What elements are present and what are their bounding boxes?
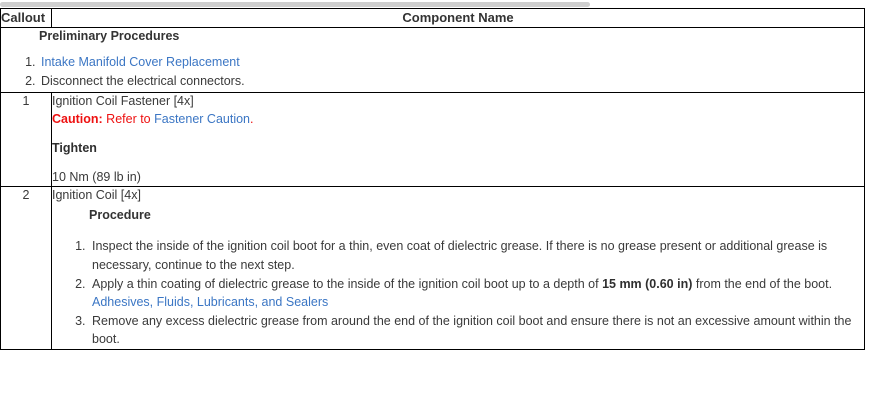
link-adhesives-fluids-lubricants-and-sealers[interactable]: Adhesives, Fluids, Lubricants, and Seale… <box>92 294 329 309</box>
torque-specification: 10 Nm (89 lb in) <box>52 169 141 184</box>
component-cell-2: Ignition Coil [4x] Procedure Inspect the… <box>51 185 865 351</box>
preliminary-procedures-row: Preliminary Procedures Intake Manifold C… <box>0 26 865 94</box>
procedure-heading: Procedure <box>89 207 151 222</box>
step2-text-after: from the end of the boot. <box>692 276 833 291</box>
component-title: Ignition Coil [4x] <box>52 187 141 202</box>
caution-period: . <box>250 112 254 127</box>
procedure-table: Callout Component Name Preliminary Proce… <box>0 8 865 351</box>
caution-notice: Caution: Refer to Fastener Caution. <box>52 111 864 128</box>
link-intake-manifold-cover-replacement[interactable]: Intake Manifold Cover Replacement <box>41 55 240 70</box>
tighten-label: Tighten <box>52 140 97 155</box>
list-item: Remove any excess dielectric grease from… <box>89 312 864 348</box>
procedure-steps-list: Inspect the inside of the ignition coil … <box>52 237 864 348</box>
component-cell-1: Ignition Coil Fastener [4x] Caution: Ref… <box>51 92 865 187</box>
table-row: 2 Ignition Coil [4x] Procedure Inspect t… <box>0 185 865 351</box>
callout-number-1: 1 <box>0 92 52 187</box>
callout-number-2: 2 <box>0 185 52 351</box>
component-title: Ignition Coil Fastener [4x] <box>52 94 194 109</box>
step2-text-before: Apply a thin coating of dielectric greas… <box>92 276 603 291</box>
table-row: 1 Ignition Coil Fastener [4x] Caution: R… <box>0 92 865 187</box>
horizontal-scrollbar[interactable] <box>0 2 590 7</box>
list-item: Apply a thin coating of dielectric greas… <box>89 275 864 311</box>
column-header-callout: Callout <box>0 8 52 28</box>
column-header-component-name: Component Name <box>51 8 865 28</box>
preliminary-procedures-list: Intake Manifold Cover Replacement Discon… <box>1 54 864 90</box>
step2-measurement: 15 mm (0.60 in) <box>602 276 693 291</box>
list-item: Inspect the inside of the ignition coil … <box>89 237 864 273</box>
caution-label: Caution: <box>52 112 103 127</box>
list-item: Disconnect the electrical connectors. <box>39 73 864 90</box>
list-item: Intake Manifold Cover Replacement <box>39 54 864 71</box>
preliminary-procedures-cell: Preliminary Procedures Intake Manifold C… <box>0 26 865 94</box>
preliminary-procedures-heading: Preliminary Procedures <box>39 28 180 43</box>
caution-text: Refer to <box>106 112 151 127</box>
link-fastener-caution[interactable]: Fastener Caution <box>154 112 251 127</box>
table-header-row: Callout Component Name <box>0 8 865 28</box>
